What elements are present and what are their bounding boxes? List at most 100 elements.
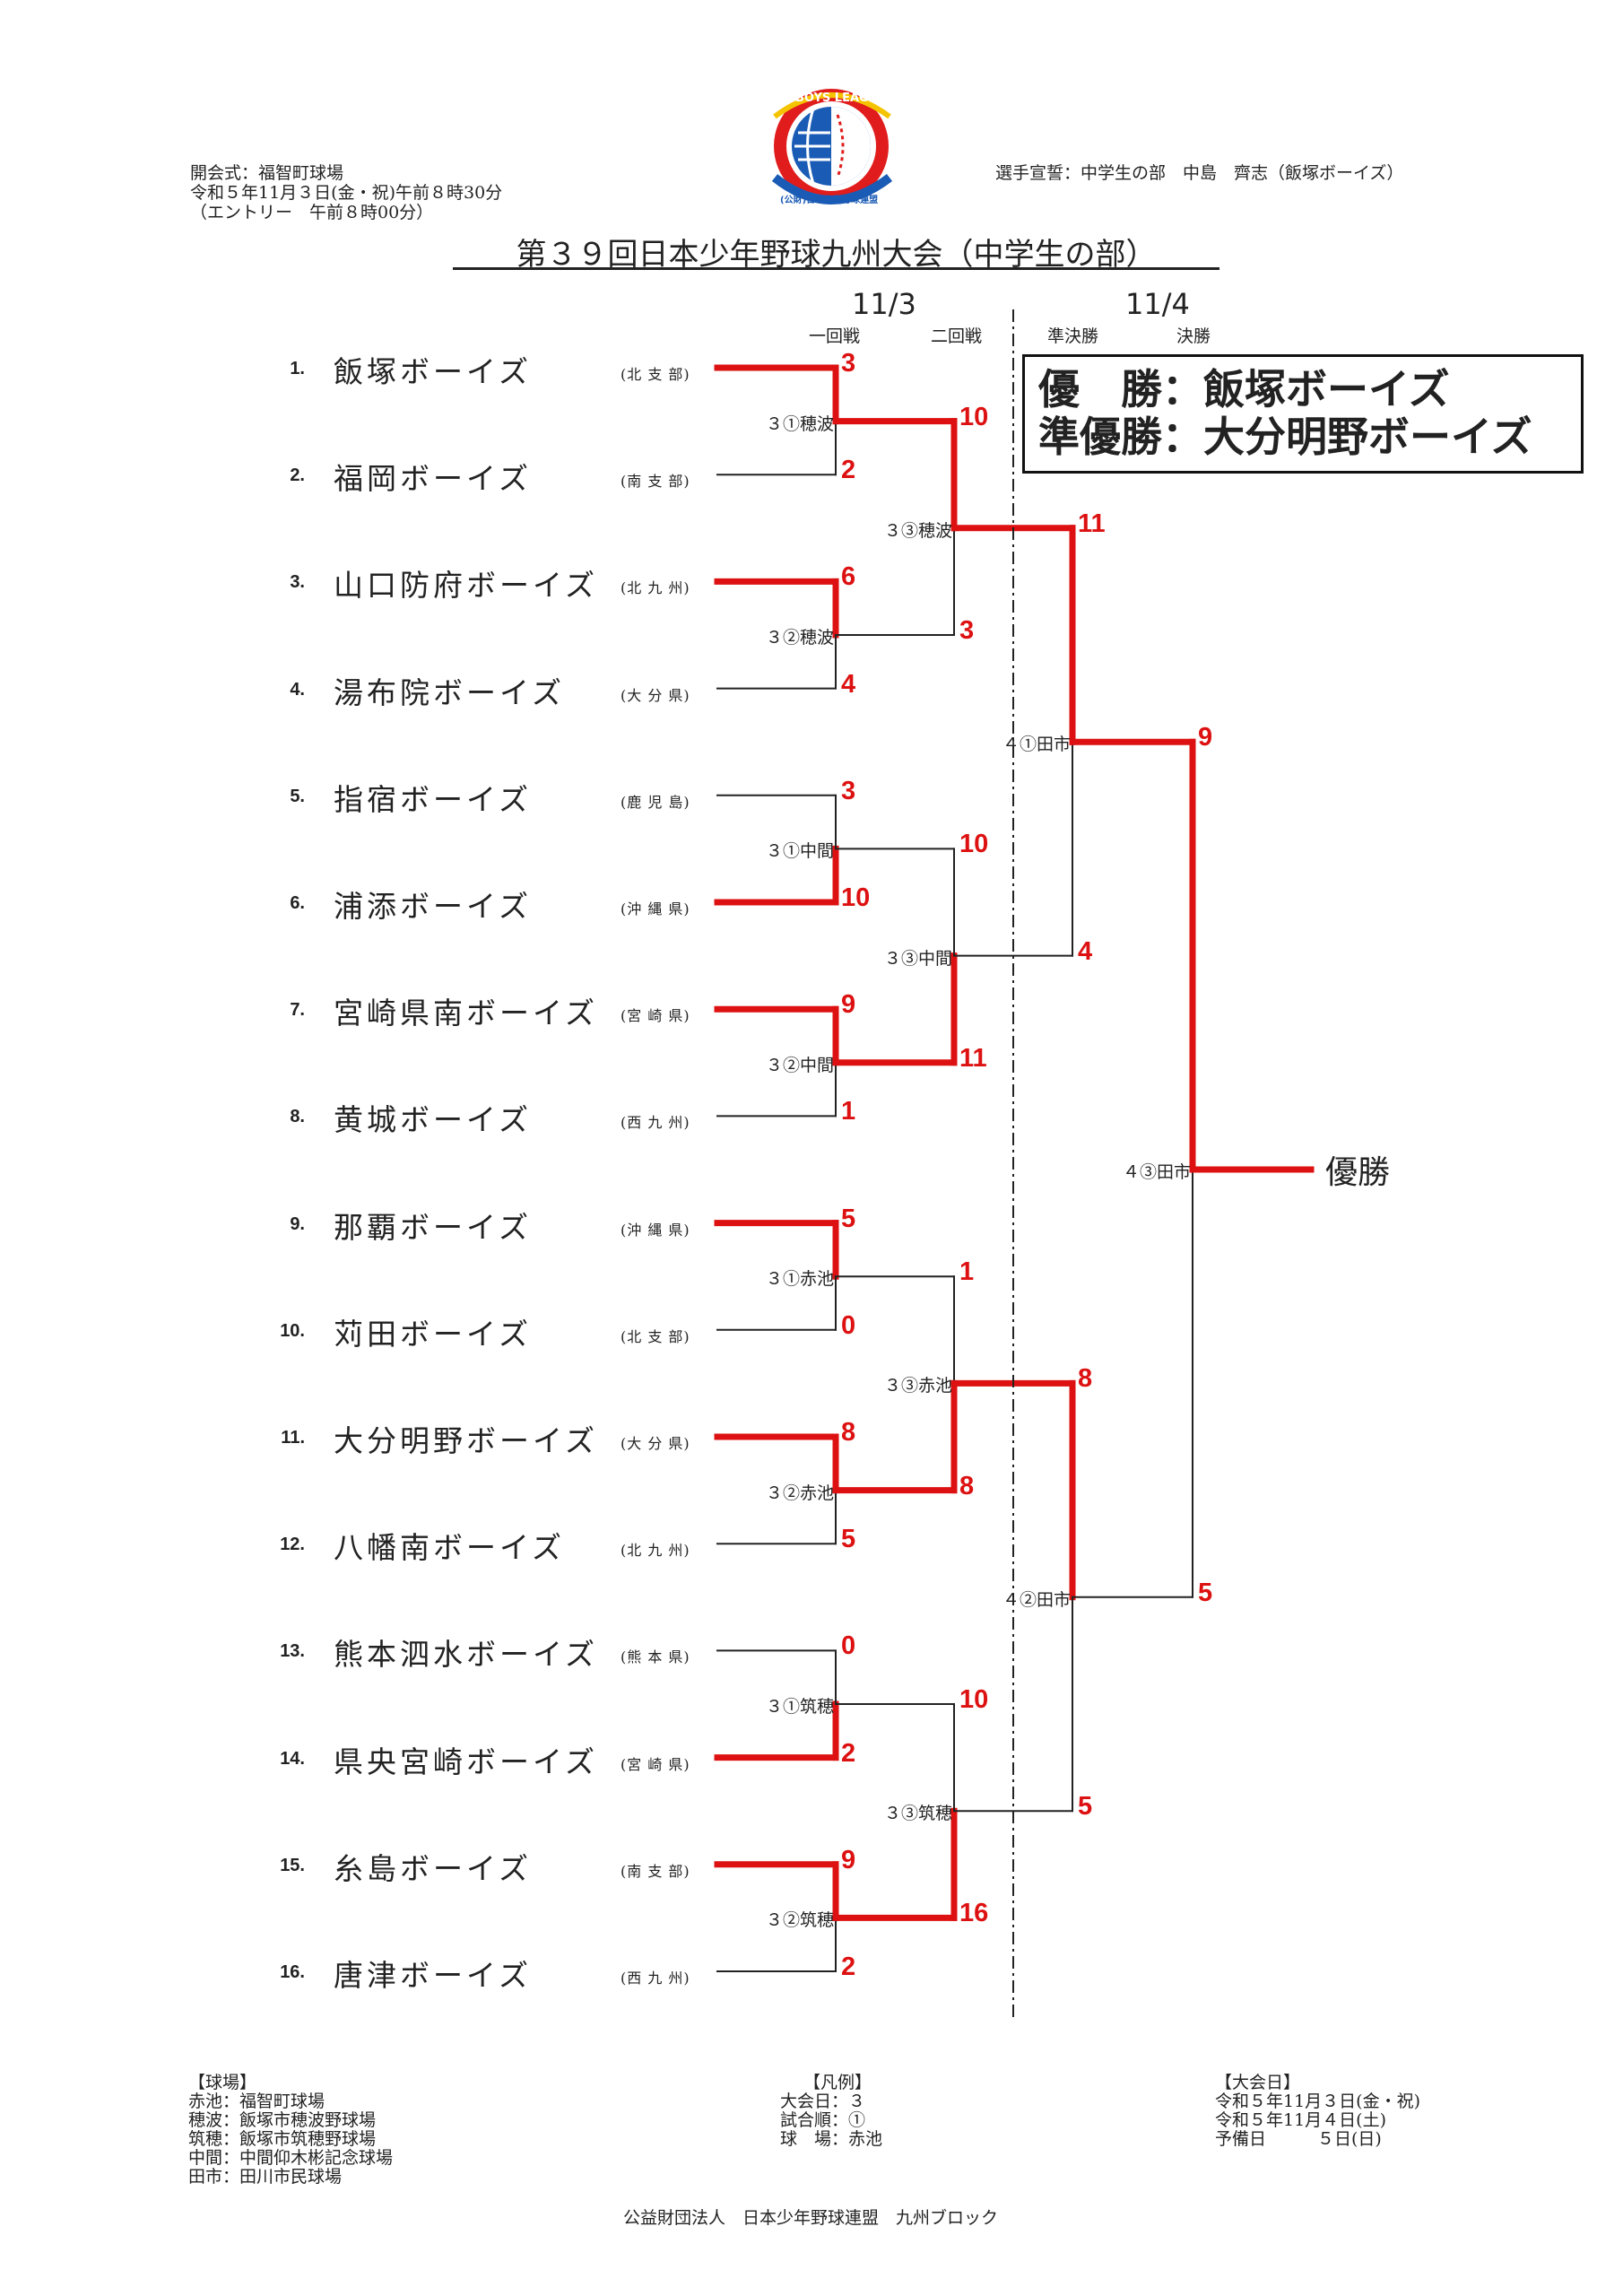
team-name: 指宿ボーイズ: [334, 781, 533, 817]
title-underline: [453, 267, 1219, 270]
team-seed: 10.: [280, 1320, 305, 1341]
round2-match-2-score-bottom: 8: [959, 1471, 975, 1500]
final-match-0-venue: ４③田市: [1122, 1162, 1191, 1182]
team-name: 熊本泗水ボーイズ: [334, 1637, 599, 1673]
legend-line-2: 試合順：①: [780, 2110, 866, 2130]
legend-title: 【凡例】: [803, 2073, 872, 2092]
team-seed: 12.: [280, 1535, 305, 1555]
date-day1: 11/3: [852, 287, 916, 321]
team-name: 飯塚ボーイズ: [334, 354, 533, 389]
round2-match-1-score-top: 10: [959, 830, 989, 859]
round1-match-0-score-top: 3: [841, 349, 856, 378]
team-region: (北 九 州): [621, 579, 690, 597]
logo-bottom-text: (公財)日本少年野球連盟: [780, 196, 879, 205]
semi-match-1-score-bottom: 5: [1078, 1792, 1093, 1822]
round1-match-4-score-bottom: 0: [841, 1310, 856, 1340]
team-seed: 4.: [290, 679, 305, 700]
round-label-1: 一回戦: [809, 326, 861, 346]
page-title-text: 第３９回日本少年野球九州大会（中学生の部）: [516, 237, 1157, 273]
round1-match-5-score-bottom: 5: [841, 1525, 856, 1554]
team-region: (鹿 児 島): [621, 793, 690, 811]
days-line-1: 令和５年11月３日(金・祝): [1215, 2092, 1421, 2111]
days-line-3: 予備日 ５日(日): [1215, 2129, 1382, 2149]
champion-marker: 優勝: [1325, 1154, 1391, 1191]
venue-line-2: 穂波：飯塚市穂波野球場: [188, 2110, 377, 2130]
days-title: 【大会日】: [1215, 2073, 1301, 2092]
semi-match-0-score-top: 11: [1078, 509, 1106, 538]
team-region: (熊 本 県): [621, 1648, 690, 1666]
round1-match-6-venue: ３①筑穂: [765, 1697, 834, 1717]
team-name: 那覇ボーイズ: [334, 1209, 533, 1245]
team-seed: 7.: [290, 1000, 305, 1021]
round2-match-0-venue: ３③穂波: [883, 520, 952, 541]
opening-info: 開会式：福智町球場 令和５年11月３日(金・祝)午前８時30分 （エントリー 午…: [190, 163, 502, 222]
round1-match-7-score-top: 9: [841, 1845, 856, 1874]
round2-match-3-score-bottom: 16: [959, 1899, 989, 1928]
team-seed: 3.: [290, 572, 305, 593]
team-name: 大分明野ボーイズ: [334, 1423, 599, 1458]
round1-match-0-venue: ３①穂波: [765, 413, 834, 434]
round1-match-6-score-top: 0: [841, 1631, 856, 1661]
team-region: (西 九 州): [621, 1114, 690, 1132]
team-seed: 5.: [290, 786, 305, 806]
round1-match-4-venue: ３①赤池: [765, 1269, 834, 1290]
round1-match-2-score-top: 3: [841, 776, 856, 805]
legend-line-1: 大会日：３: [780, 2092, 866, 2111]
team-seed: 9.: [290, 1213, 305, 1234]
round2-match-3-venue: ３③筑穂: [883, 1804, 952, 1824]
team-region: (南 支 部): [621, 473, 690, 491]
team-name: 苅田ボーイズ: [334, 1316, 533, 1352]
opening-line-2: 令和５年11月３日(金・祝)午前８時30分: [190, 183, 503, 203]
round1-match-1-venue: ３②穂波: [765, 628, 834, 648]
round1-match-5-score-top: 8: [841, 1418, 856, 1447]
team-region: (沖 縄 県): [621, 900, 690, 918]
round1-match-3-score-top: 9: [841, 990, 856, 1020]
team-name: 山口防府ボーイズ: [334, 568, 599, 604]
round2-match-2-score-top: 1: [959, 1257, 975, 1287]
team-name: 八幡南ボーイズ: [334, 1530, 566, 1566]
runnerup-separator: ：: [1162, 413, 1203, 461]
semi-match-1-score-top: 8: [1078, 1364, 1093, 1394]
organizer: 公益財団法人 日本少年野球連盟 九州ブロック: [623, 2208, 999, 2228]
team-seed: 1.: [290, 359, 305, 378]
venue-line-1: 赤池：福智町球場: [188, 2092, 325, 2111]
venue-line-5: 田市：田川市民球場: [188, 2167, 343, 2187]
round1-match-6-score-bottom: 2: [841, 1738, 856, 1768]
round1-match-2-venue: ３①中間: [765, 841, 834, 862]
team-region: (沖 縄 県): [621, 1221, 690, 1239]
team-region: (宮 崎 県): [621, 1007, 690, 1025]
team-name: 唐津ボーイズ: [334, 1958, 533, 1993]
round2-match-1-venue: ３③中間: [883, 948, 952, 969]
oath-info: 選手宣誓：中学生の部 中島 齊志（飯塚ボーイズ）: [995, 163, 1404, 183]
date-day2: 11/4: [1125, 287, 1190, 321]
team-seed: 16.: [280, 1962, 305, 1982]
semi-match-0-score-bottom: 4: [1078, 936, 1093, 966]
team-name: 福岡ボーイズ: [334, 461, 533, 497]
round2-match-0-score-bottom: 3: [959, 616, 975, 645]
final-match-0-score-top: 9: [1198, 723, 1213, 752]
team-seed: 6.: [290, 893, 305, 913]
legend-line-3: 球 場：赤池: [780, 2129, 883, 2149]
team-region: (北 支 部): [621, 1327, 690, 1345]
team-region: (南 支 部): [621, 1862, 690, 1880]
round1-match-0-score-bottom: 2: [841, 456, 856, 485]
round2-match-1-score-bottom: 11: [959, 1043, 987, 1073]
opening-line-3: （エントリー 午前８時00分）: [190, 203, 434, 222]
round1-match-3-score-bottom: 1: [841, 1097, 856, 1126]
team-seed: 13.: [280, 1641, 305, 1662]
team-seed: 8.: [290, 1107, 305, 1127]
team-name: 浦添ボーイズ: [334, 889, 533, 924]
round1-match-1-score-bottom: 4: [841, 669, 856, 699]
team-seed: 14.: [280, 1748, 305, 1769]
round1-match-3-venue: ３②中間: [765, 1055, 834, 1075]
page-title: 第３９回日本少年野球九州大会（中学生の部）: [453, 230, 1219, 274]
round-label-2: 二回戦: [931, 326, 983, 346]
venue-line-3: 筑穂：飯塚市筑穂野球場: [188, 2129, 377, 2149]
semi-match-0-venue: ４①田市: [1002, 735, 1071, 755]
runnerup-line: 準優勝：大分明野ボーイズ: [1038, 413, 1532, 460]
team-name: 県央宮崎ボーイズ: [334, 1744, 599, 1779]
champion-label: 優 勝: [1038, 365, 1162, 413]
champion-line: 優 勝：飯塚ボーイズ: [1038, 366, 1450, 413]
runnerup-label: 準優勝: [1038, 413, 1162, 461]
